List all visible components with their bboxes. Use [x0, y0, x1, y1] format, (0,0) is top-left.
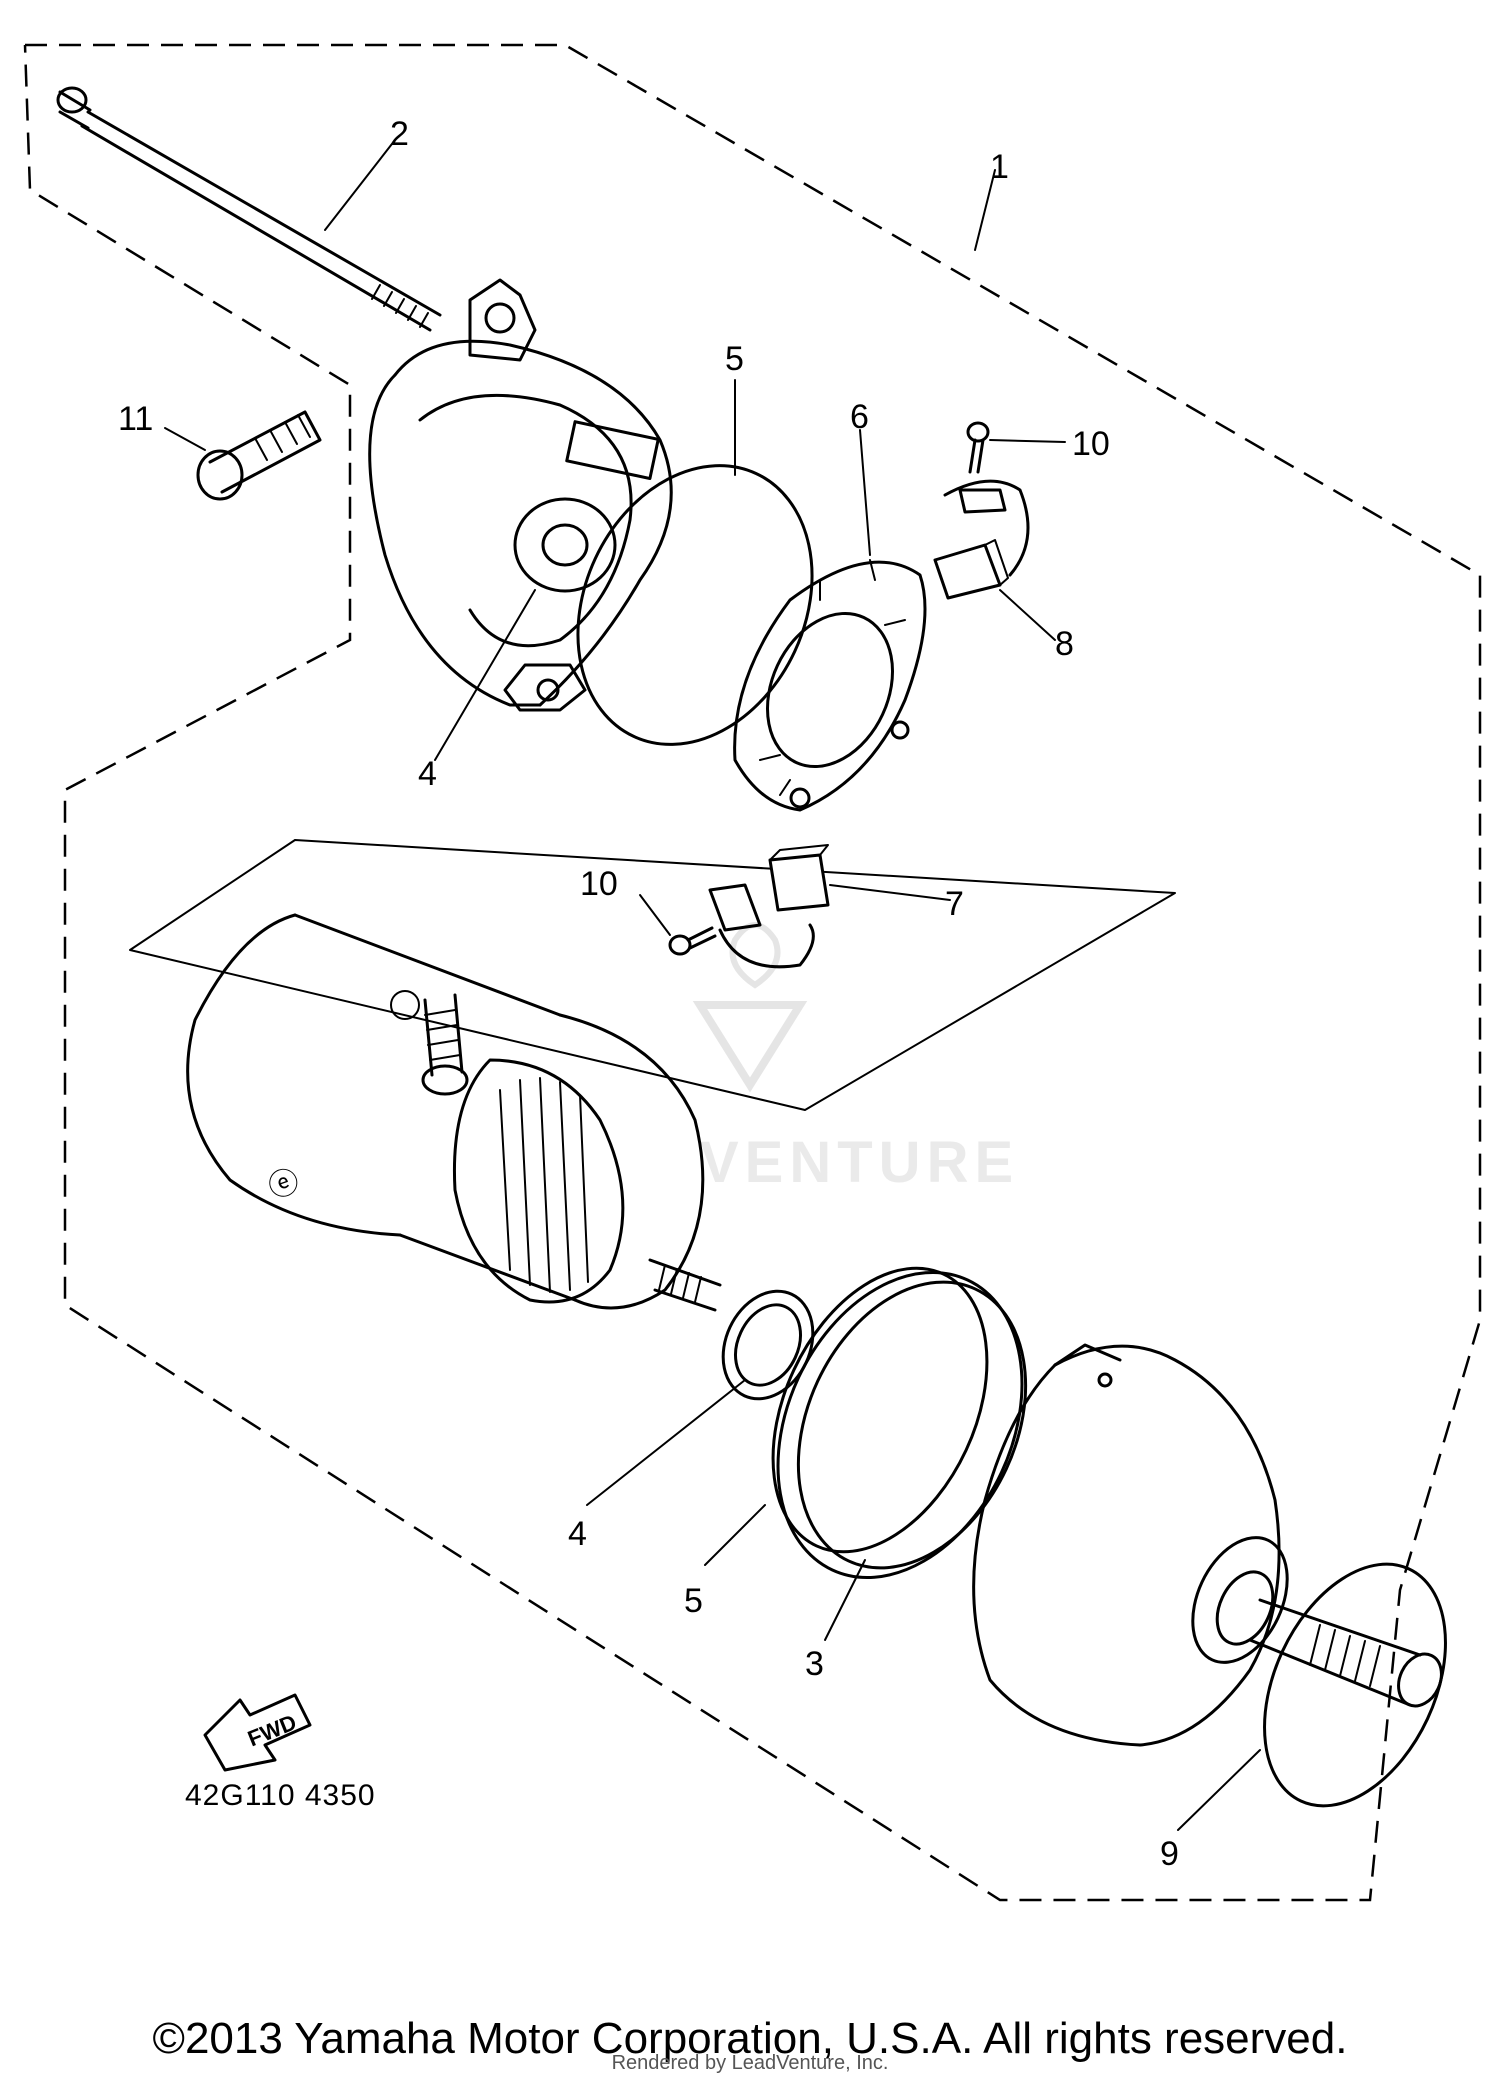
assembly-boundary [23, 43, 1482, 1902]
brush-holder-plate [733, 559, 927, 812]
o-ring-upper [576, 464, 814, 746]
callout-2: 2 [390, 115, 409, 153]
callout-labels: 2 1 11 5 6 10 8 4 10 7 4 5 3 9 [118, 115, 1179, 1873]
callout-5-upper: 5 [725, 340, 744, 378]
rear-housing [368, 278, 673, 712]
shim-ring [776, 1270, 1028, 1580]
brush-subassembly-boundary [129, 839, 1176, 1111]
long-through-bolt [56, 86, 442, 332]
callout-3: 3 [805, 1645, 824, 1683]
fwd-label: FWD [244, 1709, 300, 1751]
callout-1: 1 [990, 148, 1009, 186]
callout-10-lower: 10 [580, 865, 618, 903]
watermark-logo: VENTURE [692, 922, 1019, 1195]
callout-4-upper: 4 [418, 755, 437, 793]
callout-11: 11 [118, 400, 153, 438]
brush-assembly-lower [708, 844, 830, 969]
brush-assembly-upper [933, 479, 1030, 600]
screw-lower [668, 926, 717, 956]
fwd-arrow: FWD [203, 1693, 312, 1772]
front-cover [972, 1343, 1443, 1747]
svg-text:ⓔ: ⓔ [264, 1164, 304, 1206]
mounting-bolt [196, 410, 322, 501]
watermark-text: VENTURE [700, 1130, 1019, 1195]
callout-6: 6 [850, 398, 869, 436]
yoke-armature: ⓔ [186, 913, 722, 1312]
o-ring-front [1263, 1562, 1447, 1808]
callout-9: 9 [1160, 1835, 1179, 1873]
callout-7: 7 [945, 885, 964, 923]
diagram-code: 42G110 4350 [185, 1779, 376, 1812]
callout-10-upper: 10 [1072, 425, 1110, 463]
screw-upper [966, 421, 990, 474]
callout-4-lower: 4 [568, 1515, 587, 1553]
leader-lines [164, 139, 1261, 1831]
callout-5-lower: 5 [684, 1582, 703, 1620]
rendered-by-note: Rendered by LeadVenture, Inc. [611, 2052, 889, 2074]
copyright-notice: ©2013 Yamaha Motor Corporation, U.S.A. A… [152, 2014, 1348, 2063]
callout-8: 8 [1055, 625, 1074, 663]
